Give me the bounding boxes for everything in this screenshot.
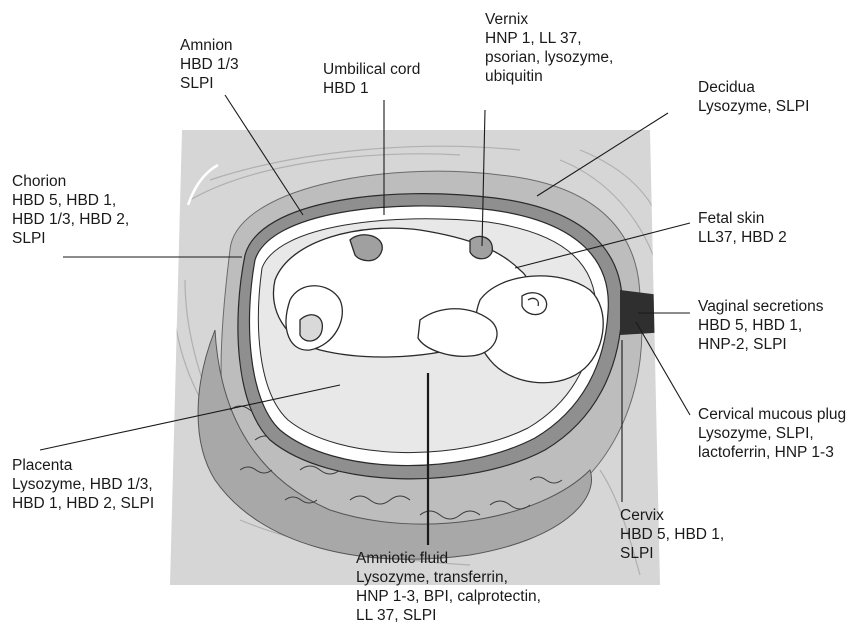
vernix-line-4: ubiquitin bbox=[485, 67, 613, 86]
amnion-line-3: SLPI bbox=[180, 74, 239, 93]
cervix-line-2: HBD 5, HBD 1, bbox=[620, 525, 724, 544]
umbilical-cord-title: Umbilical cord bbox=[323, 60, 420, 79]
placenta-label: Placenta Lysozyme, HBD 1/3, HBD 1, HBD 2… bbox=[12, 456, 154, 513]
decidua-title: Decidua bbox=[698, 78, 809, 97]
chorion-title: Chorion bbox=[12, 172, 129, 191]
amniotic-fluid-line-4: LL 37, SLPI bbox=[356, 606, 541, 625]
cervical-mucous-plug-line-3: lactoferrin, HNP 1-3 bbox=[698, 443, 846, 462]
decidua-line-2: Lysozyme, SLPI bbox=[698, 97, 809, 116]
amniotic-fluid-line-3: HNP 1-3, BPI, calprotectin, bbox=[356, 587, 541, 606]
cervix-line-3: SLPI bbox=[620, 544, 724, 563]
vaginal-secretions-line-3: HNP-2, SLPI bbox=[698, 335, 824, 354]
fetus-ear bbox=[522, 293, 547, 315]
vaginal-secretions-line-2: HBD 5, HBD 1, bbox=[698, 316, 824, 335]
cervix-title: Cervix bbox=[620, 506, 724, 525]
amniotic-fluid-label: Amniotic fluid Lysozyme, transferrin, HN… bbox=[356, 549, 541, 625]
amnion-title: Amnion bbox=[180, 36, 239, 55]
vernix-line-2: HNP 1, LL 37, bbox=[485, 29, 613, 48]
vernix-line-3: psorian, lysozyme, bbox=[485, 48, 613, 67]
chorion-line-2: HBD 5, HBD 1, bbox=[12, 191, 129, 210]
cervical-mucous-plug-title: Cervical mucous plug bbox=[698, 405, 846, 424]
cervix-label: Cervix HBD 5, HBD 1, SLPI bbox=[620, 506, 724, 563]
vaginal-secretions-title: Vaginal secretions bbox=[698, 297, 824, 316]
amnion-line-2: HBD 1/3 bbox=[180, 55, 239, 74]
umbilical-cord-label: Umbilical cord HBD 1 bbox=[323, 60, 420, 98]
vernix-patch-2 bbox=[470, 236, 492, 258]
fetal-skin-label: Fetal skin LL37, HBD 2 bbox=[698, 209, 787, 247]
chorion-line-3: HBD 1/3, HBD 2, bbox=[12, 210, 129, 229]
placenta-line-2: Lysozyme, HBD 1/3, bbox=[12, 475, 154, 494]
vernix-label: Vernix HNP 1, LL 37, psorian, lysozyme, … bbox=[485, 10, 613, 86]
fetal-skin-line-2: LL37, HBD 2 bbox=[698, 228, 787, 247]
placenta-title: Placenta bbox=[12, 456, 154, 475]
amniotic-fluid-line-2: Lysozyme, transferrin, bbox=[356, 568, 541, 587]
decidua-label: Decidua Lysozyme, SLPI bbox=[698, 78, 809, 116]
cervical-mucous-plug-line-2: Lysozyme, SLPI, bbox=[698, 424, 846, 443]
fetal-skin-title: Fetal skin bbox=[698, 209, 787, 228]
chorion-line-4: SLPI bbox=[12, 229, 129, 248]
amnion-label: Amnion HBD 1/3 SLPI bbox=[180, 36, 239, 93]
amniotic-fluid-title: Amniotic fluid bbox=[356, 549, 541, 568]
vaginal-secretions-label: Vaginal secretions HBD 5, HBD 1, HNP-2, … bbox=[698, 297, 824, 354]
fetus-foot bbox=[300, 315, 322, 341]
placenta-line-3: HBD 1, HBD 2, SLPI bbox=[12, 494, 154, 513]
cervical-mucous-plug-label: Cervical mucous plug Lysozyme, SLPI, lac… bbox=[698, 405, 846, 462]
chorion-label: Chorion HBD 5, HBD 1, HBD 1/3, HBD 2, SL… bbox=[12, 172, 129, 248]
vernix-title: Vernix bbox=[485, 10, 613, 29]
umbilical-cord-line-2: HBD 1 bbox=[323, 79, 420, 98]
